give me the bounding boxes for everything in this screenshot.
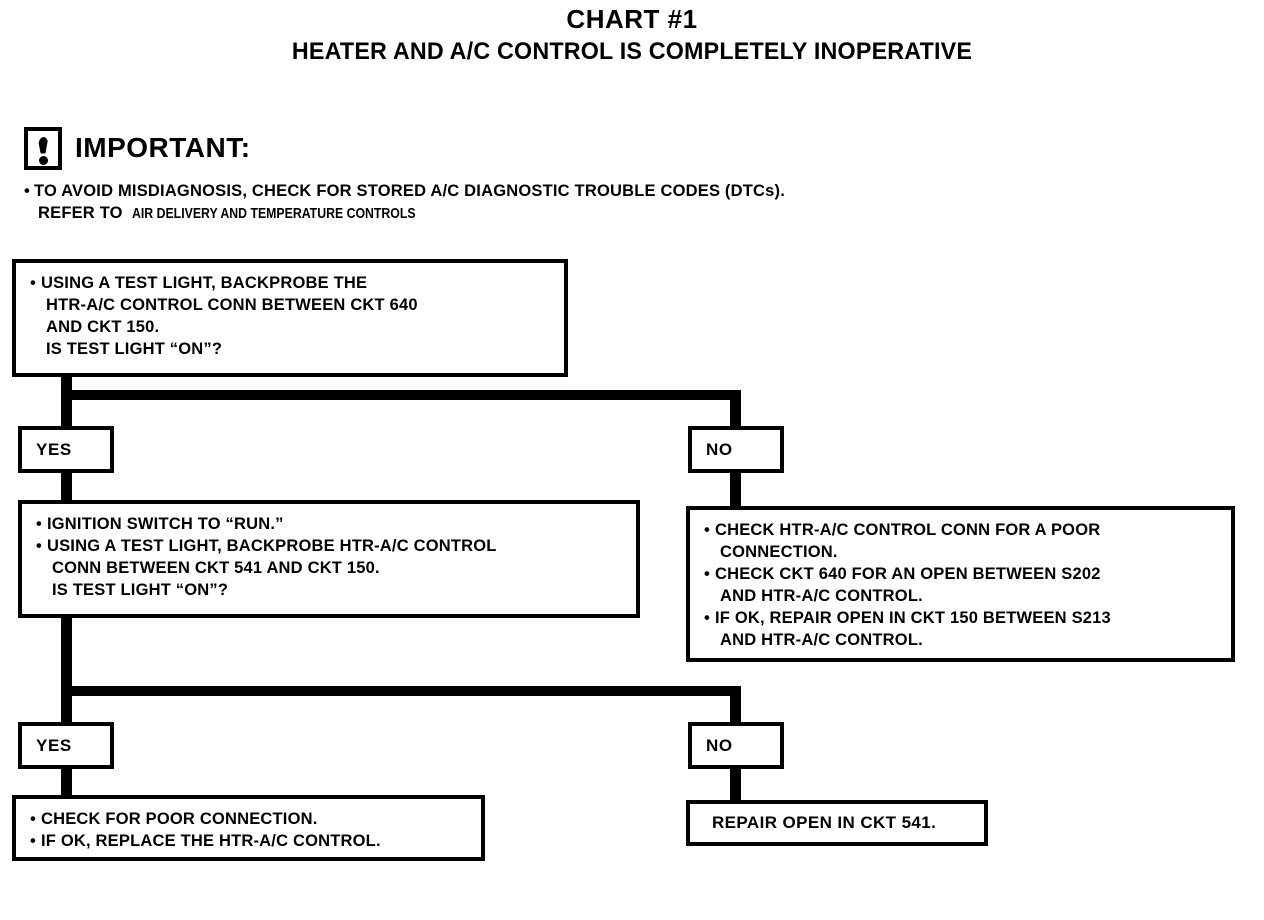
important-bullet-line-1: •TO AVOID MISDIAGNOSIS, CHECK FOR STORED… <box>24 180 1024 202</box>
important-refer-prefix: REFER TO <box>38 204 123 222</box>
important-body: •TO AVOID MISDIAGNOSIS, CHECK FOR STORED… <box>24 180 1024 225</box>
exclamation-stroke <box>37 136 49 154</box>
important-bullet-line-2: REFER TO AIR DELIVERY AND TEMPERATURE CO… <box>24 202 1024 225</box>
important-text-1: TO AVOID MISDIAGNOSIS, CHECK FOR STORED … <box>33 182 785 200</box>
node-yes-result[interactable]: •CHECK FOR POOR CONNECTION. •IF OK, REPL… <box>12 795 485 861</box>
bullet-icon: • <box>30 810 36 828</box>
branch-label-yes-1-text: YES <box>36 439 72 459</box>
branch-label-yes-2-text: YES <box>36 735 72 755</box>
node-step-2[interactable]: •IGNITION SWITCH TO “RUN.” •USING A TEST… <box>18 500 640 618</box>
important-label: IMPORTANT: <box>75 132 251 163</box>
bullet-icon: • <box>30 832 36 850</box>
title-block: CHART #1 HEATER AND A/C CONTROL IS COMPL… <box>0 4 1264 66</box>
node-step-2-line-2: •USING A TEST LIGHT, BACKPROBE HTR-A/C C… <box>36 535 624 557</box>
node-no-branch-line-6: AND HTR-A/C CONTROL. <box>720 631 923 649</box>
node-yes-result-line-1: •CHECK FOR POOR CONNECTION. <box>30 808 469 830</box>
branch-label-no-1[interactable]: NO <box>688 426 784 473</box>
page-title: CHART #1 <box>566 4 698 34</box>
node-no-result-line: REPAIR OPEN IN CKT 541. <box>690 804 984 842</box>
branch-label-yes-2[interactable]: YES <box>18 722 114 769</box>
node-step-2-line-4: IS TEST LIGHT “ON”? <box>52 581 229 599</box>
node-no-result-text: REPAIR OPEN IN CKT 541. <box>712 813 937 832</box>
connector-yes1-to-step2 <box>61 470 72 505</box>
node-yes-result-text-2: IF OK, REPLACE THE HTR-A/C CONTROL. <box>40 832 381 850</box>
node-no-branch-lines: •CHECK HTR-A/C CONTROL CONN FOR A POOR C… <box>690 510 1231 659</box>
node-yes-result-line-2: •IF OK, REPLACE THE HTR-A/C CONTROL. <box>30 830 469 852</box>
bullet-icon: • <box>704 609 710 627</box>
node-step-1[interactable]: •USING A TEST LIGHT, BACKPROBE THE HTR-A… <box>12 259 568 377</box>
node-step-1-text-1: USING A TEST LIGHT, BACKPROBE THE <box>40 274 368 292</box>
node-no-branch-line-3: •CHECK CKT 640 FOR AN OPEN BETWEEN S202 <box>704 563 1219 585</box>
node-no-branch-line-2: CONNECTION. <box>720 543 838 561</box>
branch-label-no-1-text: NO <box>706 439 733 459</box>
page-subtitle: HEATER AND A/C CONTROL IS COMPLETELY INO… <box>291 38 973 65</box>
node-step-1-lines: •USING A TEST LIGHT, BACKPROBE THE HTR-A… <box>16 263 564 368</box>
branch-label-yes-1[interactable]: YES <box>18 426 114 473</box>
connector-step1-down <box>61 374 72 396</box>
bullet-icon: • <box>36 515 42 533</box>
node-step-1-line-4: IS TEST LIGHT “ON”? <box>46 340 223 358</box>
node-step-1-line-3: AND CKT 150. <box>46 318 160 336</box>
connector-level1-to-no <box>730 390 741 430</box>
node-yes-result-text-1: CHECK FOR POOR CONNECTION. <box>40 810 318 828</box>
node-step-2-lines: •IGNITION SWITCH TO “RUN.” •USING A TEST… <box>22 504 636 609</box>
node-no-branch-text-3: CHECK CKT 640 FOR AN OPEN BETWEEN S202 <box>714 565 1101 583</box>
connector-step2-down <box>61 615 72 693</box>
bullet-icon: • <box>704 565 710 583</box>
node-step-1-line-1: •USING A TEST LIGHT, BACKPROBE THE <box>30 272 552 294</box>
node-step-2-text-2: USING A TEST LIGHT, BACKPROBE HTR-A/C CO… <box>46 537 497 555</box>
node-step-1-line-2: HTR-A/C CONTROL CONN BETWEEN CKT 640 <box>46 296 418 314</box>
connector-level2-horizontal <box>61 686 741 696</box>
node-no-branch-line-1: •CHECK HTR-A/C CONTROL CONN FOR A POOR <box>704 519 1219 541</box>
node-step-2-line-3: CONN BETWEEN CKT 541 AND CKT 150. <box>52 559 380 577</box>
important-reference-title: AIR DELIVERY AND TEMPERATURE CONTROLS <box>132 205 416 222</box>
connector-no1-to-action <box>730 470 741 508</box>
connector-level2-to-no <box>730 686 741 726</box>
node-no-branch-text-1: CHECK HTR-A/C CONTROL CONN FOR A POOR <box>714 521 1101 539</box>
node-no-branch-line-5: •IF OK, REPAIR OPEN IN CKT 150 BETWEEN S… <box>704 607 1219 629</box>
exclamation-warning-icon <box>24 126 62 170</box>
node-yes-result-lines: •CHECK FOR POOR CONNECTION. •IF OK, REPL… <box>16 799 481 860</box>
bullet-icon: • <box>30 274 36 292</box>
node-step-2-line-1: •IGNITION SWITCH TO “RUN.” <box>36 513 624 535</box>
node-no-branch-line-4: AND HTR-A/C CONTROL. <box>720 587 923 605</box>
connector-no2-to-result <box>730 766 741 802</box>
connector-yes2-to-result <box>61 766 72 798</box>
branch-label-no-2[interactable]: NO <box>688 722 784 769</box>
connector-level1-horizontal <box>61 390 741 400</box>
node-no-branch-text-5: IF OK, REPAIR OPEN IN CKT 150 BETWEEN S2… <box>714 609 1111 627</box>
bullet-icon: • <box>704 521 710 539</box>
important-note: IMPORTANT: •TO AVOID MISDIAGNOSIS, CHECK… <box>24 126 1024 225</box>
important-header: IMPORTANT: <box>24 126 1024 170</box>
node-no-branch-actions[interactable]: •CHECK HTR-A/C CONTROL CONN FOR A POOR C… <box>686 506 1235 662</box>
connector-level2-to-yes <box>61 686 72 726</box>
branch-label-no-2-text: NO <box>706 735 733 755</box>
bullet-icon: • <box>24 182 30 200</box>
connector-level1-to-yes <box>61 390 72 430</box>
node-step-2-text-1: IGNITION SWITCH TO “RUN.” <box>46 515 284 533</box>
bullet-icon: • <box>36 537 42 555</box>
exclamation-dot <box>38 155 48 165</box>
node-no-result[interactable]: REPAIR OPEN IN CKT 541. <box>686 800 988 846</box>
